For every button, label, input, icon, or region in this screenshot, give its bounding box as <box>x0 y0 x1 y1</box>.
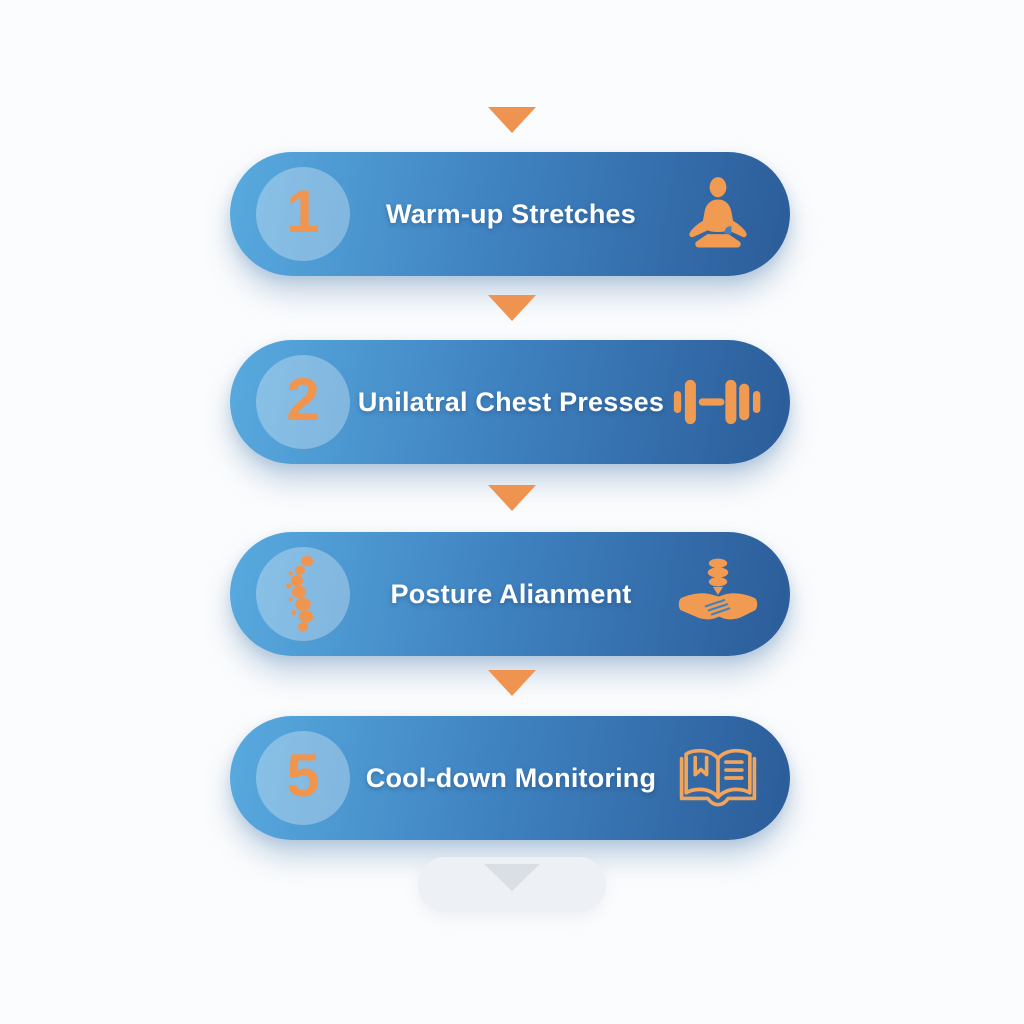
step-number-badge: 1 <box>256 167 350 261</box>
step-number: 2 <box>286 366 320 433</box>
scroll-more-button[interactable] <box>418 857 606 912</box>
step-pill-warm-up: 1 Warm-up Stretches <box>230 152 790 276</box>
step-title: Unilatral Chest Presses <box>357 386 665 417</box>
meditation-pose-icon <box>672 176 764 252</box>
chevron-down-icon <box>484 864 540 891</box>
step-number-badge: 2 <box>256 355 350 449</box>
flow-arrow-down-icon <box>488 670 536 696</box>
step-title: Warm-up Stretches <box>386 198 636 229</box>
chiropractic-adjustment-icon <box>672 557 764 631</box>
spine-icon <box>256 547 350 641</box>
flow-arrow-down-icon <box>488 295 536 321</box>
flow-arrow-down-icon <box>488 107 536 133</box>
step-number: 1 <box>286 178 320 245</box>
step-pill-posture-alignment: Posture Alianment <box>230 532 790 656</box>
step-pill-cool-down: 5 Cool-down Monitoring <box>230 716 790 840</box>
open-book-icon <box>672 745 764 811</box>
step-title: Posture Alianment <box>390 578 632 609</box>
dumbbell-icon <box>672 376 764 428</box>
step-title: Cool-down Monitoring <box>365 762 657 793</box>
flow-arrow-down-icon <box>488 485 536 511</box>
step-pill-chest-presses: 2 Unilatral Chest Presses <box>230 340 790 464</box>
step-number: 5 <box>286 742 320 809</box>
step-number-badge: 5 <box>256 731 350 825</box>
